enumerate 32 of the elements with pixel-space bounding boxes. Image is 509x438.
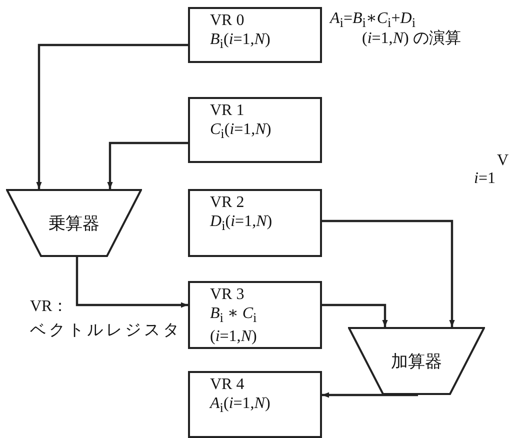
register-box <box>188 371 322 438</box>
register-text: VR 4 <box>210 375 246 394</box>
abbreviation-text: ベクトルレジスタ <box>30 321 182 341</box>
arrow <box>322 304 388 327</box>
arrow <box>322 220 455 327</box>
register-box <box>188 97 322 163</box>
arrow <box>76 257 188 308</box>
unit-label: 乗算器 <box>48 212 100 234</box>
unit-label: 加算器 <box>391 350 442 372</box>
formula-text: A$_{i}$=B$_{i}$∗C$_{i}$+D$_{i}$ <box>330 9 416 32</box>
functional-unit-trapezoid <box>348 327 485 395</box>
register-box <box>188 7 322 63</box>
register-text: VR 2 <box>210 193 246 212</box>
functional-unit-trapezoid <box>6 189 142 257</box>
register-text: D$_{i}$(i=1,N) <box>210 212 274 236</box>
abbreviation-text: VR： <box>30 297 68 317</box>
arrow <box>36 44 188 189</box>
cut-off-text: i=1 <box>474 170 496 188</box>
register-box <box>188 189 322 257</box>
register-text: VR 3 <box>210 285 246 304</box>
formula-note: (i=1,N) の演算 <box>362 28 461 49</box>
register-text: VR 1 <box>210 101 246 120</box>
cut-off-text: V <box>497 152 509 170</box>
register-text: C$_{i}$(i=1,N) <box>210 120 272 144</box>
register-box <box>188 281 322 349</box>
register-text: B$_{i}$(i=1,N) <box>210 30 272 54</box>
arrow <box>107 142 188 189</box>
register-text: A$_{i}$(i=1,N) <box>210 394 272 418</box>
register-text: (i=1,N) <box>210 327 258 346</box>
arrow <box>322 392 420 398</box>
register-text: B$_{i}$ ∗ C$_{i}$ <box>210 304 258 328</box>
register-text: VR 0 <box>210 11 246 30</box>
